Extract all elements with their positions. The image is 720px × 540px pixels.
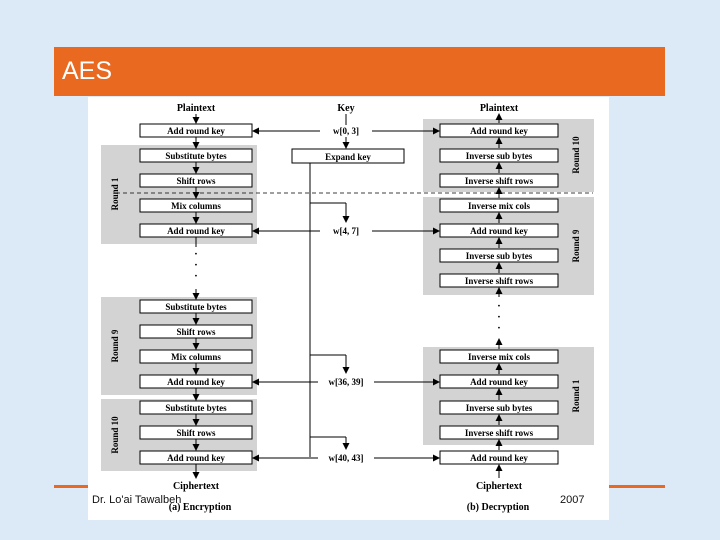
- round-label-enc-10: Round 10: [110, 416, 120, 454]
- dec-box-label: Add round key: [470, 453, 528, 463]
- dec-box-label: Inverse mix cols: [468, 352, 530, 362]
- key-word-label: w[40, 43]: [329, 453, 364, 463]
- ciphertext-left-label: Ciphertext: [173, 481, 220, 492]
- enc-box-label: Shift rows: [176, 428, 216, 438]
- dec-continuation-dots: ·: [497, 300, 501, 312]
- enc-box-label: Add round key: [167, 377, 225, 387]
- key-column: Expand key w[0, 3] w[4, 7] w[36, 39] w[4…: [252, 114, 440, 463]
- aes-diagram: Plaintext Key Plaintext Ciphertext Ciphe…: [88, 97, 609, 520]
- enc-box-label: Shift rows: [176, 176, 216, 186]
- footer-year: 2007: [560, 494, 585, 506]
- encryption-column: Add round key Substitute bytes Shift row…: [139, 114, 253, 479]
- dec-box-label: Add round key: [470, 377, 528, 387]
- dec-continuation-dots: ·: [497, 322, 501, 334]
- dec-box-label: Inverse mix cols: [468, 201, 530, 211]
- dec-continuation-dots: ·: [497, 311, 501, 323]
- key-label: Key: [337, 103, 354, 114]
- enc-box-label: Add round key: [167, 126, 225, 136]
- dec-box-label: Inverse shift rows: [465, 276, 534, 286]
- enc-box-label: Substitute bytes: [165, 403, 227, 413]
- ciphertext-right-label: Ciphertext: [476, 481, 523, 492]
- enc-continuation-dots: ·: [194, 270, 198, 282]
- key-word-label: w[4, 7]: [333, 226, 359, 236]
- enc-continuation-dots: ·: [194, 259, 198, 271]
- enc-box-label: Add round key: [167, 453, 225, 463]
- encryption-caption: (a) Encryption: [169, 502, 232, 513]
- enc-box-label: Shift rows: [176, 327, 216, 337]
- decryption-caption: (b) Decryption: [467, 502, 530, 513]
- plaintext-right-label: Plaintext: [480, 103, 519, 114]
- dec-box-label: Inverse shift rows: [465, 428, 534, 438]
- enc-box-label: Substitute bytes: [165, 302, 227, 312]
- enc-continuation-dots: ·: [194, 248, 198, 260]
- enc-box-label: Mix columns: [171, 352, 221, 362]
- dec-box-label: Inverse shift rows: [465, 176, 534, 186]
- slide-title: AES: [62, 57, 113, 85]
- title-bar: AES: [54, 47, 665, 96]
- round-label-enc-9: Round 9: [110, 329, 120, 362]
- key-word-label: w[36, 39]: [329, 377, 364, 387]
- enc-box-label: Add round key: [167, 226, 225, 236]
- round-label-enc-1: Round 1: [110, 177, 120, 210]
- expand-key-label: Expand key: [325, 152, 371, 162]
- footer-rule-right: [609, 485, 665, 488]
- enc-box-label: Substitute bytes: [165, 151, 227, 161]
- dec-box-label: Add round key: [470, 126, 528, 136]
- plaintext-left-label: Plaintext: [177, 103, 216, 114]
- round-label-dec-1: Round 1: [571, 379, 581, 412]
- dec-box-label: Add round key: [470, 226, 528, 236]
- dec-box-label: Inverse sub bytes: [466, 403, 533, 413]
- dec-box-label: Inverse sub bytes: [466, 251, 533, 261]
- round-label-dec-10: Round 10: [571, 136, 581, 174]
- key-word-label: w[0, 3]: [333, 126, 359, 136]
- round-label-dec-9: Round 9: [571, 229, 581, 262]
- enc-box-label: Mix columns: [171, 201, 221, 211]
- dec-box-label: Inverse sub bytes: [466, 151, 533, 161]
- decryption-column: Add round key Inverse sub bytes Inverse …: [439, 113, 559, 478]
- footer-author: Dr. Lo'ai Tawalbeh: [92, 494, 182, 506]
